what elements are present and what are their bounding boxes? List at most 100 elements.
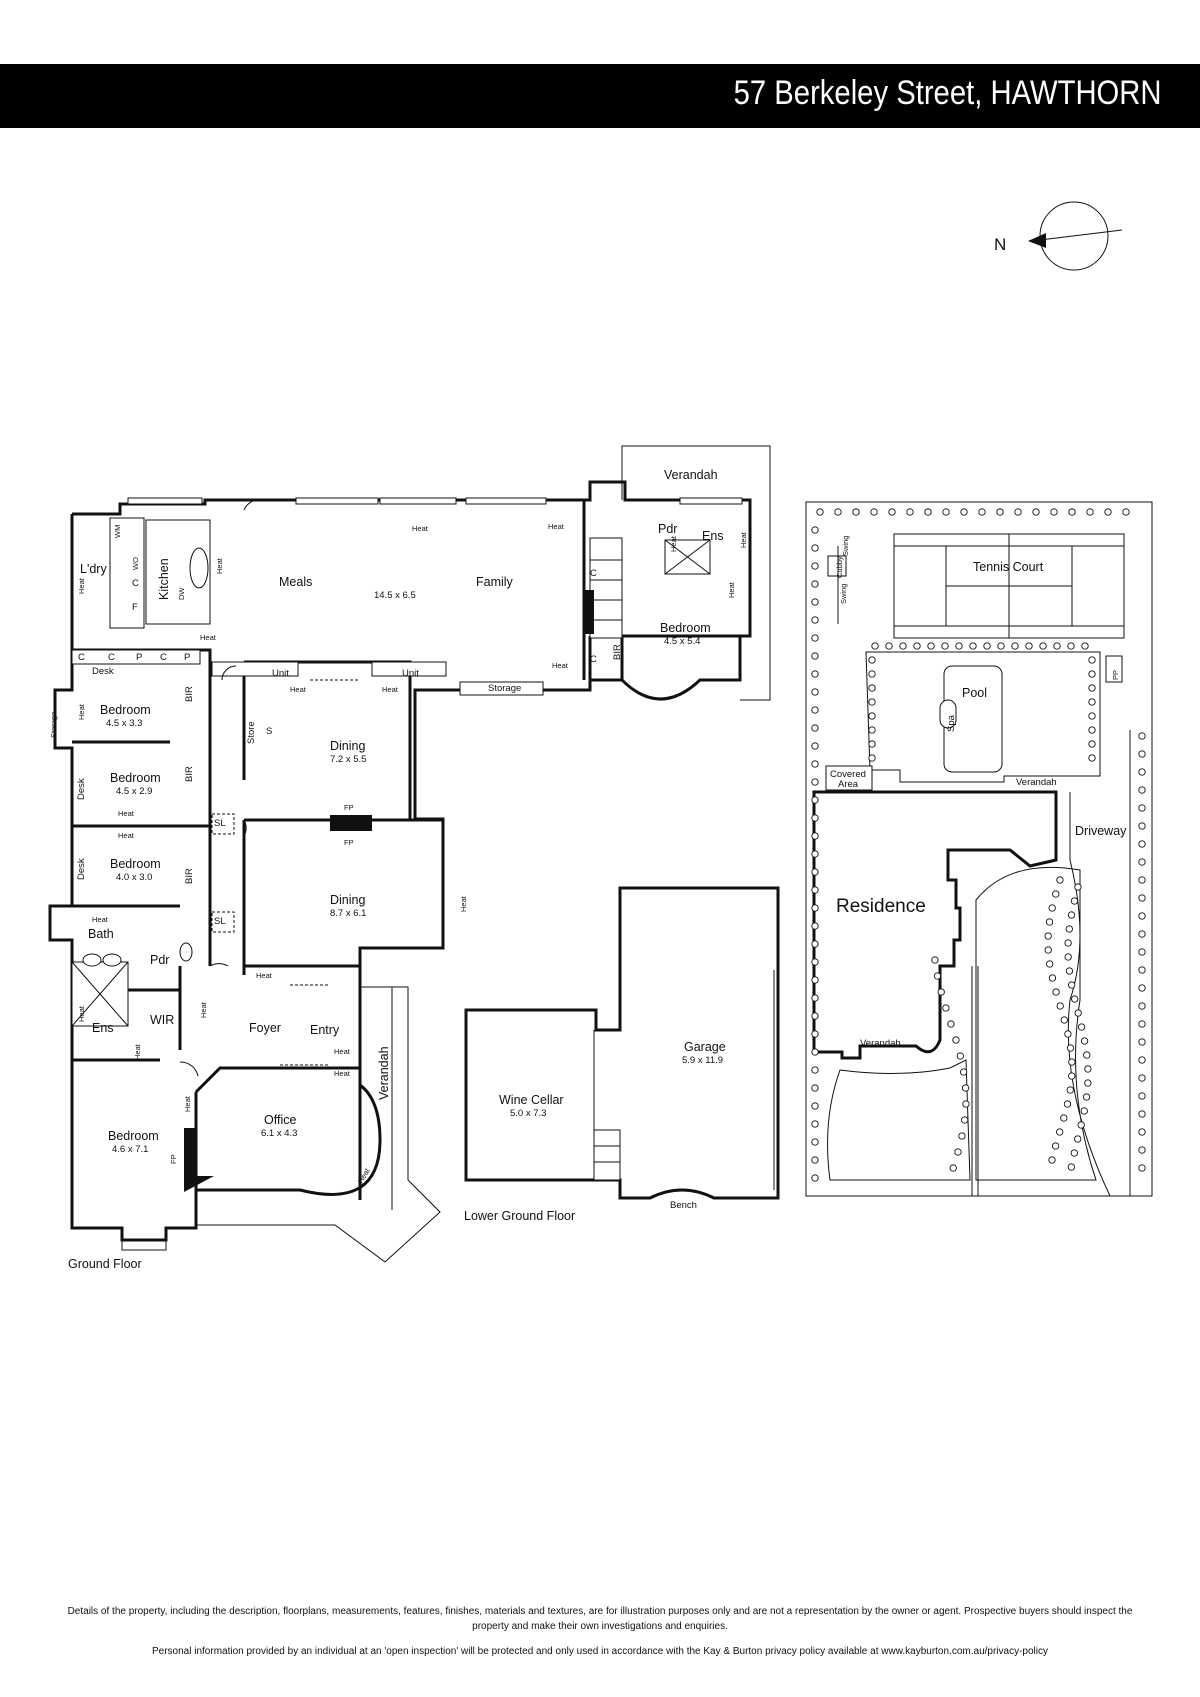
tree-icon (1138, 894, 1146, 902)
tree-icon (954, 1148, 962, 1156)
tree-icon (888, 508, 896, 516)
bedroom-main-label: Bedroom (108, 1129, 159, 1143)
tree-icon (927, 642, 935, 650)
bedroom-4-size: 4.0 x 3.0 (116, 872, 152, 883)
residence-footprint (812, 790, 1058, 1060)
wo-label: WO (131, 557, 140, 570)
desk-label-top: Desk (92, 666, 114, 677)
c-label-stair-2: C (590, 654, 597, 665)
tree-icon (1051, 1142, 1060, 1150)
office-size: 6.1 x 4.3 (261, 1128, 297, 1139)
wir-label: WIR (150, 1013, 174, 1027)
tree-icon (969, 642, 977, 650)
bedroom-4-label: Bedroom (110, 857, 161, 871)
tree-icon (1088, 726, 1096, 734)
tree-icon (811, 1120, 819, 1128)
heat-label-foyer: Heat (256, 971, 273, 980)
tree-icon (941, 642, 949, 650)
tree-icon (816, 508, 824, 516)
tree-icon (1068, 981, 1076, 989)
garage-size: 5.9 x 11.9 (682, 1055, 723, 1066)
verandah-side-outline (196, 986, 441, 1263)
tree-icon (811, 1102, 819, 1110)
dining-2-size: 8.7 x 6.1 (330, 908, 366, 919)
heat-label-laundry: Heat (77, 577, 86, 594)
verandah-side-label: Verandah (377, 1046, 391, 1100)
tree-icon (811, 670, 819, 678)
pp-label: PP (1111, 670, 1120, 680)
tree-icon (1065, 925, 1073, 933)
dining-1-label: Dining (330, 739, 365, 753)
heat-label-bath: Heat (92, 915, 109, 924)
heat-label-office: Heat (356, 1166, 372, 1185)
tree-icon (1050, 508, 1058, 516)
skylight-box-2 (211, 911, 235, 933)
tree-icon (1060, 1016, 1068, 1024)
spa-label: Spa (946, 714, 957, 732)
foyer-label: Foyer (249, 1021, 281, 1035)
tree-icon (1138, 786, 1146, 794)
tree-icon (1138, 966, 1146, 974)
tree-icon (1138, 840, 1146, 848)
ground-floor-caption: Ground Floor (68, 1257, 142, 1271)
tree-icon (1070, 1149, 1078, 1157)
tree-icon (1063, 1100, 1072, 1108)
tree-icon (1025, 642, 1033, 650)
tree-icon (811, 940, 819, 948)
sl-label-1: SL (214, 818, 226, 829)
wine-cellar-size: 5.0 x 7.3 (510, 1108, 546, 1119)
p-label-2: P (184, 652, 190, 663)
c-label-1: C (78, 652, 85, 663)
tree-icon (924, 508, 932, 516)
tree-icon (1122, 508, 1130, 516)
tree-icon (1088, 754, 1096, 762)
tree-icon (931, 956, 939, 964)
tree-icon (1138, 1146, 1146, 1154)
bir-label-bed-ne: BIR (612, 644, 623, 660)
tree-icon (811, 580, 819, 588)
heat-label-wir: Heat (199, 1001, 208, 1018)
bedroom-fireplace (184, 1128, 214, 1192)
tree-icon (1081, 642, 1089, 650)
spa-outline (939, 699, 957, 729)
verandah-1-label: Verandah (1016, 777, 1057, 788)
tree-icon (811, 994, 819, 1002)
header-bar: 57 Berkeley Street, HAWTHORN (0, 64, 1200, 128)
tree-icon (870, 508, 878, 516)
bir-label-bed4: BIR (184, 868, 195, 884)
heat-label-ens-2: Heat (77, 1005, 86, 1022)
kitchen-fixtures (71, 517, 447, 677)
north-label: N (994, 235, 1006, 254)
tree-icon (811, 598, 819, 606)
dining-2-label: Dining (330, 893, 365, 907)
tree-icon (1138, 1056, 1146, 1064)
tree-icon (1088, 712, 1096, 720)
heat-label-meals: Heat (412, 524, 429, 533)
bedroom-main-size: 4.6 x 7.1 (112, 1144, 148, 1155)
tree-icon (811, 544, 819, 552)
staircase-lower (593, 1129, 621, 1181)
tree-icon (1067, 642, 1075, 650)
tree-icon (811, 760, 819, 768)
tree-icon (1048, 1156, 1056, 1164)
tree-icon (1046, 960, 1054, 968)
wine-cellar-label: Wine Cellar (499, 1093, 564, 1107)
tree-icon (1138, 822, 1146, 830)
tree-icon (811, 850, 819, 858)
bir-label-bed2: BIR (184, 686, 195, 702)
bedroom-2-label: Bedroom (100, 703, 151, 717)
residence-label: Residence (836, 896, 926, 917)
laundry-label: L'dry (80, 562, 107, 576)
tree-icon (937, 988, 945, 996)
tree-icon (1032, 508, 1040, 516)
site-boundary (805, 501, 1153, 1197)
ensuite-2-label: Ens (92, 1021, 114, 1035)
wm-label: WM (113, 525, 122, 538)
disclaimer-line-2: property and make their own investigatio… (472, 1621, 728, 1632)
verandah-2-label: Verandah (860, 1038, 901, 1049)
tree-icon (962, 1100, 970, 1108)
bench-label: Bench (670, 1200, 697, 1211)
tree-icon (1138, 1164, 1146, 1172)
tree-icon (958, 1132, 966, 1140)
unit-label-1: Unit (272, 668, 289, 679)
